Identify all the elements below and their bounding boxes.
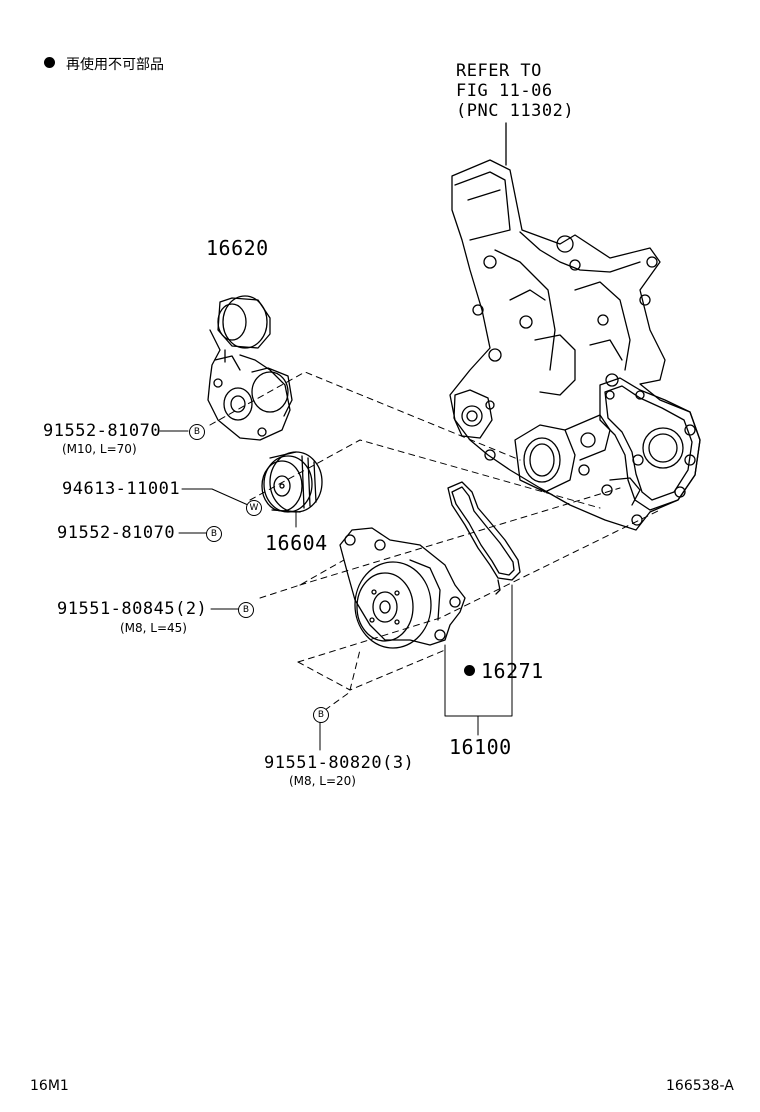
refer-line-3: (PNC 11302) (456, 101, 575, 121)
bolt-91551-80845-label: 91551-80845(2) (57, 599, 208, 619)
refer-line-2: FIG 11-06 (456, 81, 553, 101)
part-16100-label: 16100 (449, 735, 512, 759)
refer-line-1: REFER TO (456, 61, 542, 81)
non-reusable-16271-bullet-icon (464, 665, 475, 676)
bolt-symbol-icon: B (189, 424, 205, 440)
bolt-symbol-c-icon: B (238, 602, 254, 618)
part-16604-label: 16604 (265, 531, 328, 555)
legend-text: 再使用不可部品 (66, 57, 164, 73)
timing-chain-cover-drawing (449, 122, 701, 531)
water-pump-drawing (339, 527, 466, 649)
washer-symbol-icon: W (246, 500, 262, 516)
bolt-91552-81070-label: 91552-81070 (43, 421, 162, 441)
footer-left-code: 16M1 (30, 1078, 69, 1094)
bolt-symbol-d-icon: B (313, 707, 329, 723)
leader-lines (159, 430, 513, 751)
tensioner-drawing (207, 295, 293, 441)
idler-pulley-drawing (261, 451, 323, 513)
bolt-91551-80845-spec: (M8, L=45) (120, 621, 187, 635)
footer-right-code: 166538-A (666, 1078, 734, 1094)
assembly-lines (209, 371, 661, 711)
gasket-drawing (447, 481, 521, 595)
bolt-symbol-b-icon: B (206, 526, 222, 542)
bolt-91551-80820-spec: (M8, L=20) (289, 774, 356, 788)
bolt-91551-80820-label: 91551-80820(3) (264, 753, 415, 773)
bolt-91552-81070-spec: (M10, L=70) (62, 442, 137, 456)
washer-94613-11001-label: 94613-11001 (62, 479, 181, 499)
part-16620-label: 16620 (206, 236, 269, 260)
part-16271-label: 16271 (481, 659, 544, 683)
bolt-91552-81070-b-label: 91552-81070 (57, 523, 176, 543)
non-reusable-bullet-icon (44, 57, 55, 68)
